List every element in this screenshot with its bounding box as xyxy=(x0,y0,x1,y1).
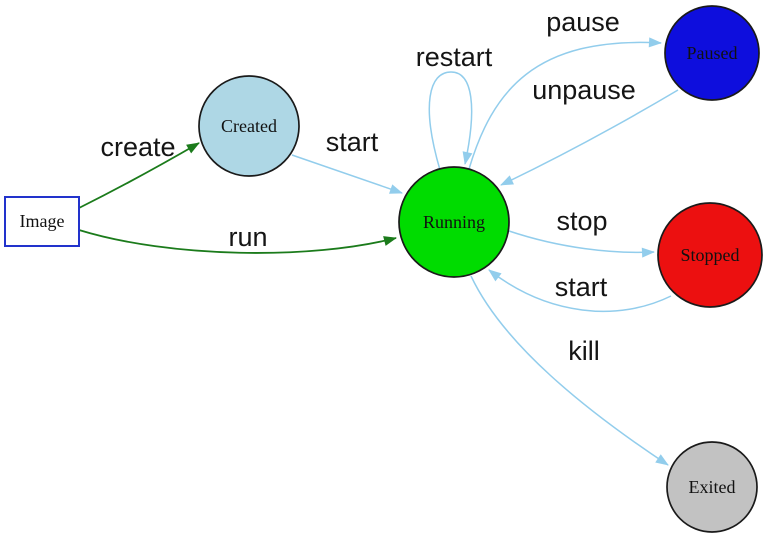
image-node-rect xyxy=(4,196,80,247)
edges xyxy=(78,37,679,466)
edge-start-created-running xyxy=(291,154,403,194)
edge-kill xyxy=(470,275,669,466)
edge-labels: create run start restart pause unpause s… xyxy=(100,7,635,366)
node-stopped: Stopped xyxy=(657,202,763,308)
edge-label-kill: kill xyxy=(568,336,600,366)
edge-label-start-bottom: start xyxy=(555,272,608,302)
node-paused: Paused xyxy=(664,5,760,101)
edge-start-stopped-running xyxy=(488,269,672,313)
node-label-exited: Exited xyxy=(689,477,736,497)
edge-label-run: run xyxy=(228,222,267,252)
edge-stop xyxy=(508,230,655,258)
node-running: Running xyxy=(398,166,510,278)
node-label-paused: Paused xyxy=(687,43,738,63)
node-created: Created xyxy=(198,75,300,177)
node-label-created: Created xyxy=(221,116,277,136)
edge-restart-self-loop xyxy=(428,71,473,171)
node-label-running: Running xyxy=(423,212,485,232)
created-node-circle xyxy=(198,75,300,177)
paused-node-circle xyxy=(664,5,760,101)
node-label-image: Image xyxy=(20,211,65,231)
node-label-stopped: Stopped xyxy=(680,245,739,265)
node-exited: Exited xyxy=(666,441,758,533)
edge-run xyxy=(78,229,397,254)
edge-label-restart: restart xyxy=(416,42,493,72)
edge-label-create: create xyxy=(100,132,175,162)
edge-create xyxy=(78,142,200,209)
edge-label-stop: stop xyxy=(556,206,607,236)
exited-node-circle xyxy=(666,441,758,533)
edge-label-start-top: start xyxy=(326,127,379,157)
edge-label-unpause: unpause xyxy=(532,75,636,105)
edge-label-pause: pause xyxy=(546,7,620,37)
stopped-node-circle xyxy=(657,202,763,308)
running-node-circle xyxy=(398,166,510,278)
node-image: Image xyxy=(4,196,80,247)
edge-unpause xyxy=(500,89,679,186)
edge-pause xyxy=(468,37,662,170)
